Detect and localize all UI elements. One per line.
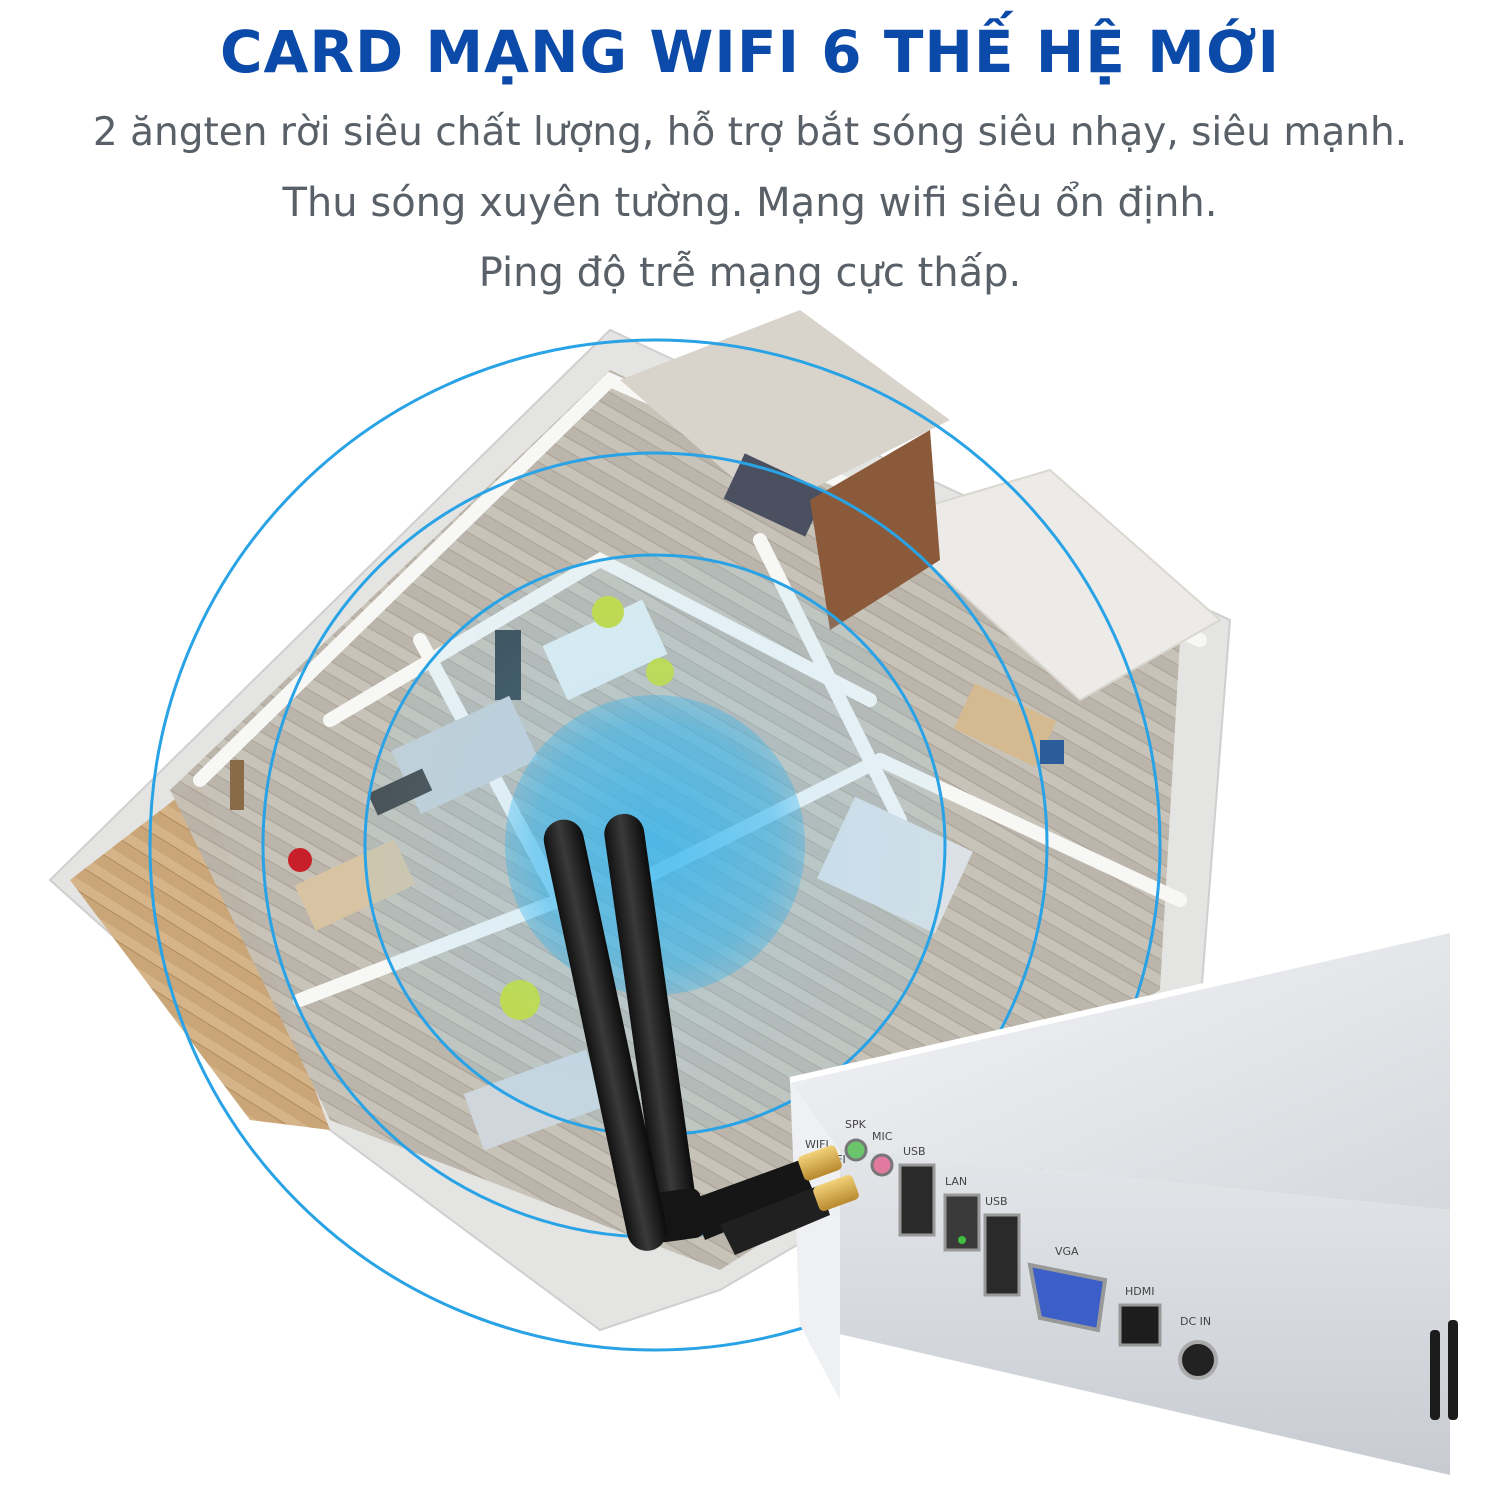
port-label-lan: LAN — [945, 1175, 967, 1188]
port-label-usb-2: USB — [985, 1195, 1008, 1208]
port-label-wifi-1: WIFI — [805, 1138, 829, 1151]
feature-line-latency: Ping độ trễ mạng cực thấp. — [478, 250, 1022, 296]
port-label-spk: SPK — [845, 1118, 867, 1131]
page-title: CARD MẠNG WIFI 6 THẾ HỆ MỚI — [219, 18, 1281, 86]
port-label-dc-in: DC IN — [1180, 1315, 1211, 1328]
port-label-mic: MIC — [872, 1130, 893, 1143]
antenna-icon — [543, 813, 859, 1255]
mini-pc-device: SPK MIC WIFI WIFI USB LAN USB VGA HDMI D… — [789, 927, 1458, 1475]
feature-line-stability: Thu sóng xuyên tường. Mạng wifi siêu ổn … — [282, 180, 1218, 226]
feature-line-antennas: 2 ăngten rời siêu chất lượng, hỗ trợ bắt… — [92, 110, 1408, 155]
port-label-vga: VGA — [1055, 1245, 1079, 1258]
port-label-usb-1: USB — [903, 1145, 926, 1158]
port-label-hdmi: HDMI — [1125, 1285, 1154, 1298]
